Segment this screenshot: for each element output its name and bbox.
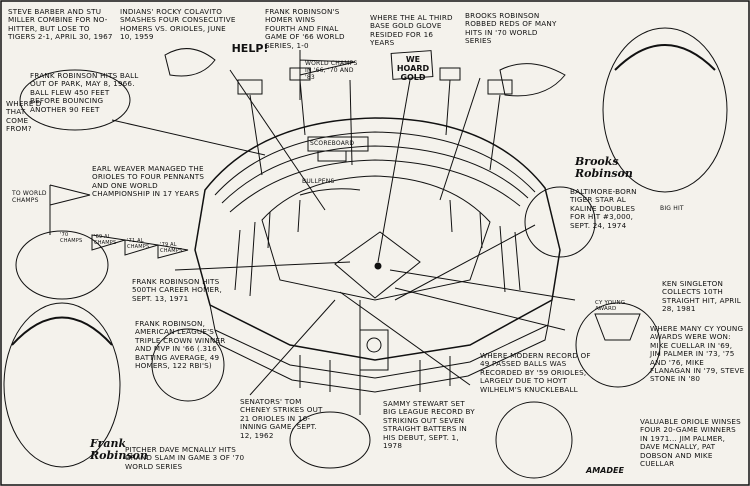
- caption-kaline: Baltimore-born Tiger star Al Kaline doub…: [570, 187, 637, 230]
- pennant-79: '79 AL CHAMPS: [160, 242, 183, 254]
- caption-robinson-500: Frank Robinson hits 500th career homer, …: [132, 277, 222, 303]
- bullpens-label: BULLPENS: [302, 178, 335, 185]
- stadium-drawing: [194, 67, 561, 393]
- colavito-cartoon: [164, 48, 216, 77]
- caption-triple-crown: Frank Robinson, American League's Triple…: [135, 319, 226, 371]
- caption-mcnally: Pitcher Dave McNally hits grand slam in …: [125, 445, 245, 471]
- frank-robinson-name: Frank Robinson: [90, 437, 148, 462]
- caption-barber-miller: Steve Barber and Stu Miller combine for …: [8, 7, 113, 42]
- octopus-cartoon: [499, 63, 566, 97]
- brooks-robinson-name: Brooks Robinson: [575, 155, 633, 180]
- caption-singleton: Ken Singleton collects 10th straight hit…: [662, 279, 741, 314]
- caption-twenty-game: Valuable Oriole winses four 20-game winn…: [640, 417, 741, 469]
- big-hit-label: BIG HIT: [660, 205, 684, 212]
- pennant-71: '71 AL CHAMPS: [127, 238, 150, 250]
- caption-cheney: Senators' Tom Cheney strikes out 21 Orio…: [240, 397, 323, 440]
- caption-stewart: Sammy Stewart set big league record by s…: [383, 399, 475, 451]
- oriole-bird-vignette: [15, 230, 109, 300]
- help-label: HELP!: [231, 42, 269, 55]
- we-hoard-gold-sign: WE HOARD GOLD: [396, 55, 430, 82]
- caption-robinson-homer-wins: Frank Robinson's homer wins fourth and f…: [265, 7, 345, 50]
- caption-weaver: Earl Weaver managed the Orioles to four …: [92, 164, 205, 199]
- frank-portrait: [3, 302, 121, 468]
- caption-third-base-glove: Where the AL third base gold glove resid…: [370, 13, 453, 48]
- bonfire-vignette: [289, 411, 371, 469]
- caption-cy-young: Where many Cy Young awards were won: Mik…: [650, 324, 745, 384]
- to-world-champs-flag: [49, 184, 91, 235]
- out-of-park-vignette: [19, 69, 131, 131]
- caption-colavito: Indians' Rocky Colavito smashes four con…: [120, 7, 236, 42]
- cy-young-vignette: [575, 302, 661, 388]
- kaline-stadium-vignette: [524, 186, 596, 258]
- to-world-champs-flag-label: TO WORLD CHAMPS: [12, 190, 47, 204]
- cy-young-award-label: CY YOUNG AWARD: [595, 300, 626, 312]
- caption-passed-balls: Where modern record of 49 passed balls w…: [480, 351, 591, 394]
- artist-signature: AMADEE: [586, 466, 624, 475]
- catcher-vignette: [495, 401, 573, 479]
- pointer-lines: [111, 69, 576, 415]
- world-champs-flag-label: World Champs in '66, '70 and '83: [305, 60, 358, 81]
- caption-whered-that-come-from: Where'd that come from?: [6, 99, 42, 134]
- brooks-portrait: [602, 27, 728, 193]
- pennant-70: '70 CHAMPS: [60, 232, 83, 244]
- pennant-69: '69 AL CHAMPS: [94, 234, 117, 246]
- caption-robinson-out-of-park: Frank Robinson hits ball out of park, Ma…: [30, 71, 139, 114]
- caption-brooks-robbed: Brooks Robinson robbed reds of many hits…: [465, 11, 557, 46]
- mcnally-vignette: [151, 328, 225, 402]
- scoreboard-label: SCOREBOARD: [310, 140, 355, 147]
